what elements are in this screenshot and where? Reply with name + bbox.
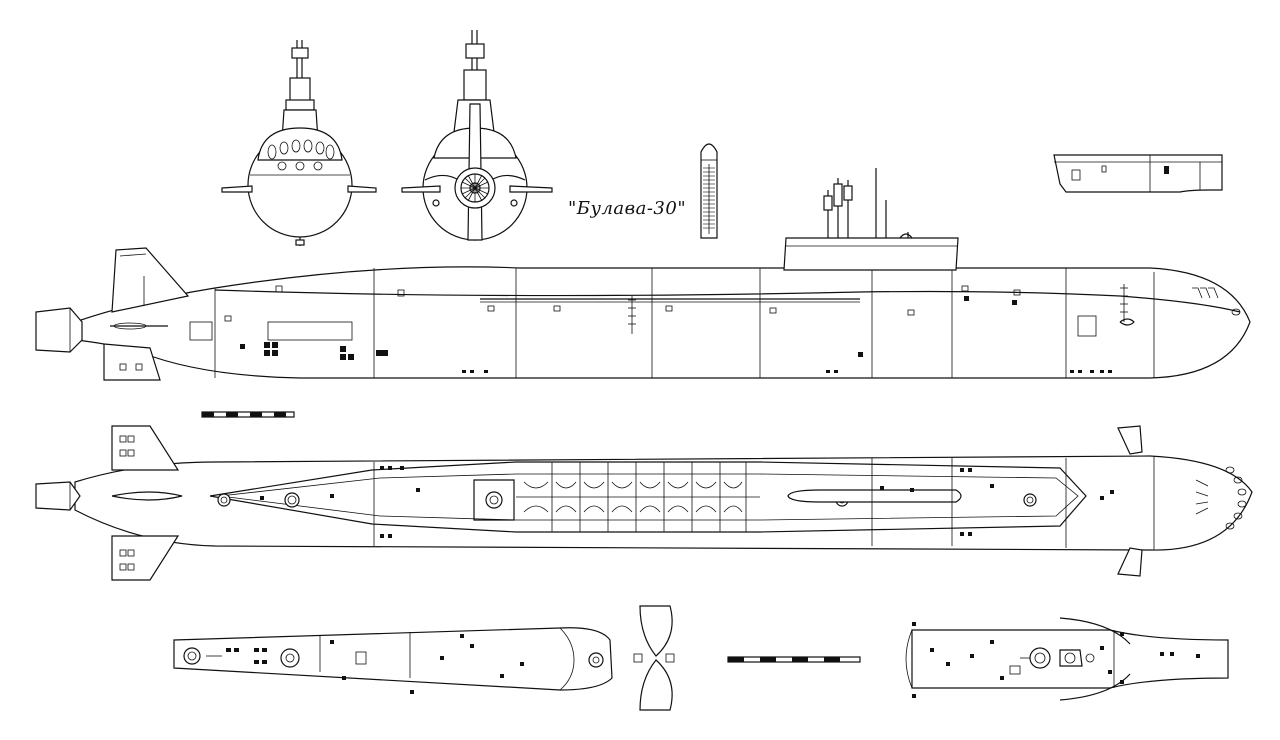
side-view-hull	[35, 168, 1251, 381]
front-view-stern	[221, 40, 377, 246]
missile-label: "Булава-30"	[568, 198, 687, 219]
rear-view-propeller	[401, 30, 553, 241]
sail-detail-side	[1053, 154, 1223, 193]
scale-bar-bottom	[727, 656, 861, 663]
deck-detail-fore	[905, 617, 1229, 701]
missile-drawing	[700, 143, 718, 239]
top-view-hull	[35, 425, 1253, 581]
scale-bar-top	[201, 411, 295, 418]
hydroplane-detail	[633, 605, 675, 711]
deck-detail-aft	[173, 627, 613, 694]
